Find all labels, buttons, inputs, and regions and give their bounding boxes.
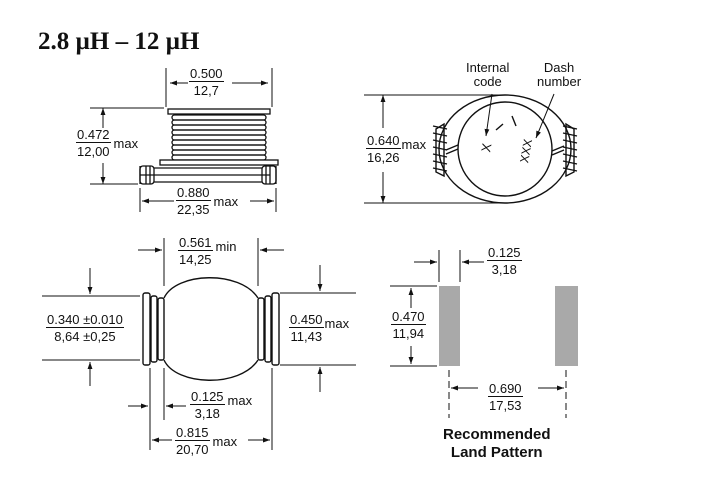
dimension-inch: 0.340 ±0.010 bbox=[46, 312, 124, 328]
dimension-inch: 0.472 bbox=[76, 127, 111, 143]
dimension-inch: 0.880 bbox=[176, 185, 211, 201]
dimension-mm: 17,53 bbox=[489, 398, 522, 413]
page-title: 2.8 µH – 12 µH bbox=[38, 28, 200, 55]
dimension-suffix: max bbox=[324, 315, 350, 331]
dimension-mm: 20,70 bbox=[176, 442, 209, 457]
dimension-mm: 3,18 bbox=[194, 406, 220, 421]
dimension-inch: 0.690 bbox=[488, 381, 523, 397]
dimension-inch: 0.450 bbox=[289, 312, 324, 328]
dimension-inch: 0.815 bbox=[175, 425, 210, 441]
dimension-suffix: max bbox=[213, 193, 239, 209]
side-view-dimension-lines bbox=[90, 68, 277, 212]
dimension-inch: 0.125 bbox=[190, 389, 225, 405]
bottom-view-left-lead bbox=[142, 292, 165, 366]
dimension-mm: 11,94 bbox=[392, 326, 425, 341]
dimension-suffix: max bbox=[227, 392, 253, 408]
side-view-inductor bbox=[139, 108, 279, 185]
internal-code-mark: X bbox=[478, 142, 494, 153]
dimension-mm: 22,35 bbox=[177, 202, 210, 217]
dimension-inch: 0.470 bbox=[391, 309, 426, 325]
bottom-view-right-lead bbox=[257, 292, 280, 366]
dimension-mm: 12,7 bbox=[193, 83, 219, 98]
bottom-view-dimension-lines bbox=[42, 238, 356, 450]
bottom-view-inductor bbox=[142, 277, 280, 381]
side-view-windings bbox=[171, 114, 267, 161]
land-pad-right bbox=[555, 286, 578, 366]
dimension-suffix: max bbox=[113, 135, 139, 151]
dimension-suffix: min bbox=[215, 238, 237, 254]
land-pad-left bbox=[439, 286, 460, 366]
dash-number-label: Dash number bbox=[537, 60, 582, 90]
top-view-inductor bbox=[432, 94, 578, 204]
dimension-inch: 0.500 bbox=[189, 66, 224, 82]
dash-number-mark: XXX bbox=[517, 138, 535, 164]
land-pattern-pads bbox=[439, 286, 578, 366]
dimension-mm: 16,26 bbox=[367, 150, 400, 165]
top-view-right-winding bbox=[562, 125, 578, 172]
internal-code-label: Internal code bbox=[466, 60, 510, 90]
top-view-dimension-lines bbox=[364, 93, 555, 204]
land-pattern-dimension-lines bbox=[390, 250, 567, 418]
land-pattern-caption: Recommended Land Pattern bbox=[443, 426, 551, 461]
dimension-mm: 8,64 ±0,25 bbox=[54, 329, 116, 344]
dimension-suffix: max bbox=[212, 433, 238, 449]
dimension-inch: 0.561 bbox=[178, 235, 213, 251]
dimension-inch: 0.125 bbox=[487, 245, 522, 261]
dimension-mm: 11,43 bbox=[290, 329, 323, 344]
dimension-mm: 12,00 bbox=[77, 144, 110, 159]
top-view-left-winding bbox=[432, 125, 448, 172]
dimension-suffix: max bbox=[401, 136, 427, 152]
dimension-mm: 14,25 bbox=[179, 252, 212, 267]
dimension-mm: 3,18 bbox=[491, 262, 517, 277]
dimension-inch: 0.640 bbox=[366, 133, 401, 149]
